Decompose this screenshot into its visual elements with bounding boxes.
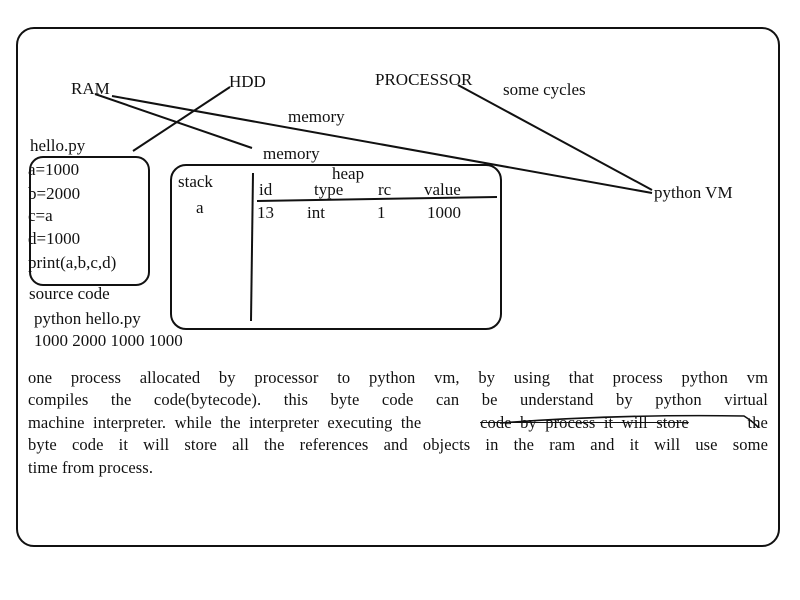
paragraph-line-3-end: the	[743, 412, 768, 432]
stack-heap-divider	[250, 172, 254, 322]
paragraph-line-4: byte code it will store all the referenc…	[28, 435, 768, 455]
source-code-box	[29, 156, 150, 286]
heap-cell-id: 13	[257, 203, 274, 222]
diagram-frame	[16, 27, 780, 547]
source-line-4: d=1000	[28, 229, 81, 248]
ram-label: RAM	[71, 79, 110, 98]
ram-to-python-vm-line	[111, 95, 653, 194]
heap-cell-rc: 1	[377, 203, 386, 222]
heap-cell-value: 1000	[427, 203, 461, 222]
stack-title: stack	[178, 172, 213, 191]
python-vm-label: python VM	[654, 183, 733, 202]
source-caption: source code	[29, 284, 110, 303]
heap-header-underline	[256, 196, 498, 202]
program-output: 1000 2000 1000 1000	[34, 331, 183, 350]
paragraph-line-1: one process allocated by processor to py…	[28, 368, 768, 387]
heap-header-type: type	[314, 180, 344, 199]
heap-title: heap	[332, 164, 365, 183]
source-line-5: print(a,b,c,d)	[28, 253, 117, 272]
source-line-1: a=1000	[28, 160, 80, 179]
heap-cell-type: int	[307, 203, 325, 222]
paragraph-line-3-start: machine interpreter. while the interpret…	[28, 412, 426, 432]
memory-label-mid: memory	[263, 144, 320, 163]
some-cycles-label: some cycles	[503, 80, 586, 99]
heap-header-id: id	[259, 180, 273, 199]
source-line-2: b=2000	[28, 184, 81, 203]
processor-to-python-vm-line	[457, 84, 653, 191]
run-command: python hello.py	[34, 309, 141, 328]
source-filename: hello.py	[30, 136, 86, 155]
hdd-label: HDD	[229, 72, 266, 91]
paragraph-line-3: machine interpreter. while the interpret…	[28, 412, 768, 434]
strike-scribble	[499, 414, 759, 428]
memory-box	[170, 164, 502, 330]
paragraph-line-2: compiles the code(bytecode). this byte c…	[28, 390, 768, 410]
processor-label: PROCESSOR	[375, 70, 473, 89]
ram-to-memory-line	[94, 93, 253, 149]
heap-header-value: value	[424, 180, 461, 199]
paragraph-line-3-struck: code by process it will store	[480, 412, 689, 432]
paragraph-line-5: time from process.	[28, 457, 154, 477]
hdd-to-source-line	[132, 86, 231, 152]
stack-entry: a	[196, 198, 204, 217]
memory-label-top: memory	[288, 107, 345, 126]
source-line-3: c=a	[28, 206, 53, 225]
heap-header-rc: rc	[378, 180, 392, 199]
explanation-paragraph: one process allocated by processor to py…	[28, 367, 768, 479]
